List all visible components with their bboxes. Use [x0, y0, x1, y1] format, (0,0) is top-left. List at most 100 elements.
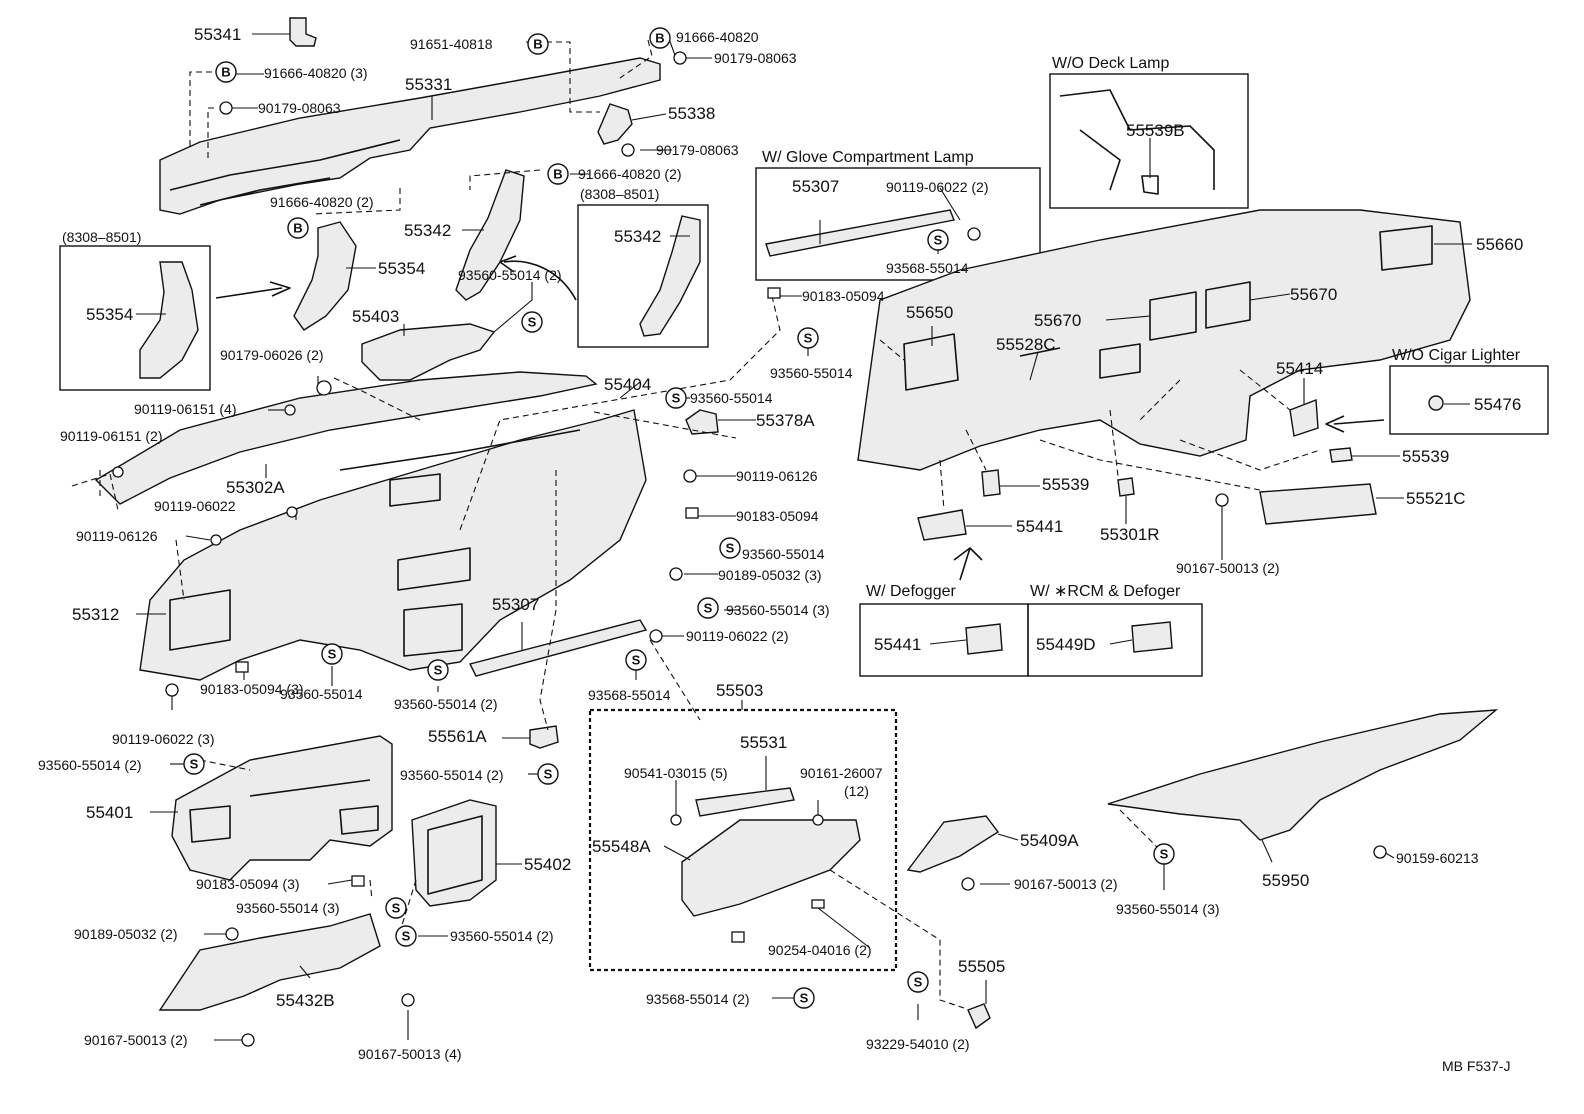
- glove-box-55548A: [681, 787, 861, 917]
- brace-55342: [455, 169, 525, 301]
- brace-55342-boxed: [639, 215, 701, 337]
- label-55378A: 55378A: [756, 411, 815, 430]
- ashtray-55521C: [1259, 483, 1377, 525]
- label-91651-40818: 91651-40818: [410, 36, 493, 52]
- svg-text:S: S: [328, 647, 337, 662]
- label-55338: 55338: [668, 104, 715, 123]
- symbol-s-13: S: [395, 925, 417, 947]
- label-55409A: 55409A: [1020, 831, 1079, 850]
- label-90119-06022-3: 90119-06022 (3): [112, 731, 214, 747]
- label-90119-06151-4: 90119-06151 (4): [134, 401, 236, 417]
- pad-55302A: [94, 371, 598, 505]
- symbol-s-10: S: [183, 753, 205, 775]
- label-8308-8501-left: (8308–8501): [62, 229, 141, 245]
- svg-text:B: B: [553, 167, 562, 182]
- label-55342-boxed: 55342: [614, 227, 661, 246]
- label-55670-a: 55670: [1290, 285, 1337, 304]
- label-91666-40820-3: 91666-40820 (3): [264, 65, 368, 81]
- box-8308-8501-left: [59, 245, 211, 391]
- label-55401: 55401: [86, 803, 133, 822]
- header-defogger: W/ Defogger: [866, 583, 956, 600]
- label-8308-8501-right: (8308–8501): [580, 186, 659, 202]
- symbol-s-2: S: [797, 327, 819, 349]
- fasteners: [112, 51, 1387, 1047]
- svg-text:S: S: [1160, 847, 1169, 862]
- header-glove-compartment-lamp: W/ Glove Compartment Lamp: [762, 149, 974, 166]
- header-deck-lamp: W/O Deck Lamp: [1052, 55, 1169, 72]
- box-deck-lamp: [1049, 73, 1249, 209]
- bracket-55341: [289, 17, 317, 47]
- label-90119-06022-2: 90119-06022 (2): [686, 628, 788, 644]
- label-90119-06126-a: 90119-06126: [76, 528, 158, 544]
- svg-text:B: B: [221, 65, 230, 80]
- brace-55354: [293, 221, 357, 331]
- symbol-s-1: S: [521, 311, 543, 333]
- label-90541-03015: 90541-03015 (5): [624, 765, 728, 781]
- cover-55539: [981, 469, 1001, 497]
- svg-text:S: S: [190, 757, 199, 772]
- svg-text:S: S: [672, 391, 681, 406]
- label-90167-50013-4: 90167-50013 (4): [358, 1046, 462, 1062]
- label-55402: 55402: [524, 855, 571, 874]
- svg-text:S: S: [726, 541, 735, 556]
- svg-text:S: S: [804, 331, 813, 346]
- svg-text:B: B: [533, 37, 542, 52]
- label-90183-05094-3a: 90183-05094 (3): [200, 681, 304, 697]
- symbol-b-3: B: [649, 27, 671, 49]
- label-93560-55014-2b: 93560-55014 (2): [394, 696, 498, 712]
- label-90119-06151-2: 90119-06151 (2): [60, 428, 162, 444]
- svg-text:S: S: [632, 653, 641, 668]
- symbol-s-12: S: [385, 897, 407, 919]
- label-55561A: 55561A: [428, 727, 487, 746]
- label-90189-05032-2: 90189-05032 (2): [74, 926, 178, 942]
- label-55354-boxed: 55354: [86, 305, 133, 324]
- symbol-s-11: S: [537, 763, 559, 785]
- label-90179-06026: 90179-06026 (2): [220, 347, 324, 363]
- symbol-s-3: S: [927, 229, 949, 251]
- label-55670-b: 55670: [1034, 311, 1081, 330]
- symbol-s-15: S: [907, 971, 929, 993]
- label-55301R: 55301R: [1100, 525, 1160, 544]
- box-8308-8501-right: [577, 204, 709, 348]
- label-55528C: 55528C: [996, 335, 1056, 354]
- symbol-b-4: B: [547, 163, 569, 185]
- label-55404: 55404: [604, 375, 651, 394]
- symbol-b-1: B: [215, 61, 237, 83]
- footer-code: MB F537-J: [1442, 1058, 1510, 1074]
- label-93560-55014-3a: 93560-55014 (3): [726, 602, 830, 618]
- symbol-b-5: B: [287, 217, 309, 239]
- symbol-s-16: S: [1153, 843, 1175, 865]
- label-90179-08063-mid: 90179-08063: [656, 142, 739, 158]
- label-93229-54010: 93229-54010 (2): [866, 1036, 970, 1052]
- label-90119-06022-2b: 90119-06022 (2): [886, 179, 988, 195]
- label-55503: 55503: [716, 681, 763, 700]
- label-93560-55014-2e: 93560-55014 (2): [450, 928, 554, 944]
- bracket-55561A: [529, 725, 559, 749]
- label-90179-08063-top: 90179-08063: [714, 50, 797, 66]
- symbol-s-8: S: [321, 643, 343, 665]
- label-93560-55014-b: 93560-55014: [690, 390, 773, 406]
- clip-55378A: [685, 409, 719, 435]
- label-90183-05094-a: 90183-05094: [802, 288, 885, 304]
- label-90161-12: (12): [844, 783, 869, 799]
- header-rcm-defoger: W/ ∗RCM & Defoger: [1030, 583, 1181, 600]
- cluster-finish-55401: [171, 735, 393, 881]
- cover-55539-b: [1329, 447, 1353, 463]
- lock-55505: [967, 1003, 991, 1030]
- label-55521C: 55521C: [1406, 489, 1466, 508]
- svg-text:S: S: [544, 767, 553, 782]
- label-55302A: 55302A: [226, 478, 285, 497]
- label-91666-40820-2b: 91666-40820 (2): [270, 194, 374, 210]
- switch-55441: [917, 509, 967, 541]
- clip-55301R: [1117, 477, 1135, 497]
- label-55441-boxed: 55441: [874, 635, 921, 654]
- svg-text:B: B: [655, 31, 664, 46]
- label-55341: 55341: [194, 25, 241, 44]
- symbol-s-4: S: [665, 387, 687, 409]
- label-55307-boxed: 55307: [792, 177, 839, 196]
- label-55531: 55531: [740, 733, 787, 752]
- label-90161-26007: 90161-26007: [800, 765, 883, 781]
- label-93568-55014: 93568-55014: [588, 687, 671, 703]
- reinforcement-beam: [159, 57, 661, 215]
- symbol-b-2: B: [527, 33, 549, 55]
